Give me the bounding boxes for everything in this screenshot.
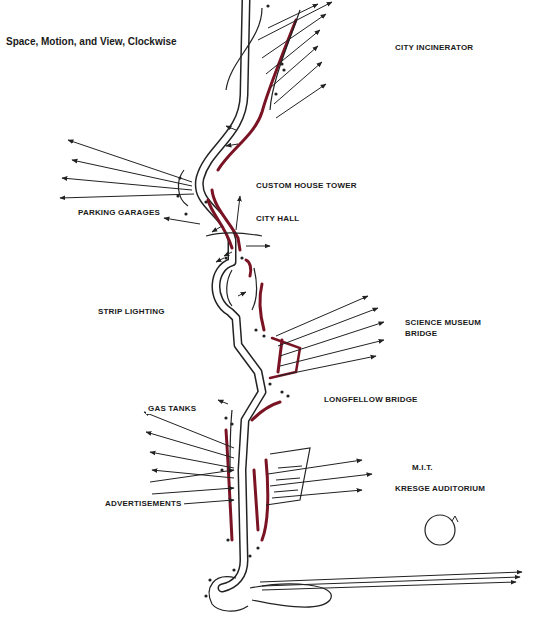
space-shading xyxy=(260,284,264,330)
place-label: KRESGE AUDITORIUM xyxy=(393,483,487,494)
view-arrows xyxy=(216,258,224,262)
kresge-symbol xyxy=(425,515,458,545)
view-arrows xyxy=(270,474,372,486)
space-edges xyxy=(230,410,232,470)
view-arrows xyxy=(270,46,318,88)
scattered-dots xyxy=(224,256,227,259)
scattered-dots xyxy=(280,390,283,393)
kresge-symbol xyxy=(425,515,455,545)
view-arrows xyxy=(268,4,318,28)
scattered-dots xyxy=(176,194,179,197)
space-shading xyxy=(208,200,232,248)
scattered-dots xyxy=(178,176,181,179)
place-label: M.I.T. xyxy=(410,462,435,473)
view-arrows xyxy=(258,2,332,40)
scattered-dots xyxy=(274,92,277,95)
space-edges xyxy=(178,8,331,611)
space-edges xyxy=(250,584,331,607)
scattered-dots xyxy=(280,62,283,65)
scattered-dots xyxy=(204,200,207,203)
view-arrows xyxy=(226,144,238,146)
view-arrows xyxy=(262,577,520,586)
view-arrows xyxy=(68,140,192,182)
scattered-dots xyxy=(184,212,187,215)
space-edges xyxy=(206,233,262,236)
view-arrows xyxy=(268,460,362,474)
space-shading xyxy=(262,460,268,540)
view-arrows xyxy=(60,194,194,198)
place-label: ADVERTISEMENTS xyxy=(103,498,184,509)
view-arrows xyxy=(276,296,368,336)
view-arrows xyxy=(274,62,322,104)
view-arrows xyxy=(152,488,234,494)
space-edges xyxy=(226,8,262,90)
view-arrows xyxy=(236,196,240,230)
scattered-dots xyxy=(230,422,233,425)
scattered-dots xyxy=(282,68,285,71)
place-label: SCIENCE MUSEUM BRIDGE xyxy=(403,317,485,339)
kresge-symbol xyxy=(452,516,458,522)
scattered-dots xyxy=(220,468,223,471)
space-shading xyxy=(254,470,258,530)
scattered-dots xyxy=(266,4,269,7)
view-arrows xyxy=(212,226,222,232)
space-edges xyxy=(178,170,188,206)
scattered-dots xyxy=(268,382,271,385)
scattered-dots xyxy=(232,568,235,571)
space-edges xyxy=(209,577,248,611)
place-label: CUSTOM HOUSE TOWER xyxy=(254,180,359,191)
view-arrows xyxy=(150,452,234,468)
place-label: CITY HALL xyxy=(254,213,301,224)
place-label: GAS TANKS xyxy=(146,403,198,414)
scattered-dots xyxy=(262,334,265,337)
view-arrows xyxy=(150,470,234,482)
scattered-dots xyxy=(176,4,289,597)
scattered-dots xyxy=(286,394,289,397)
view-arrows xyxy=(218,400,228,404)
space-edges xyxy=(252,268,257,310)
view-arrows xyxy=(246,246,270,247)
view-arrows xyxy=(276,84,326,118)
space-edges xyxy=(227,270,232,306)
scattered-dots xyxy=(248,554,251,557)
view-arrows xyxy=(262,582,516,590)
scattered-dots xyxy=(208,578,211,581)
view-arrows xyxy=(272,490,362,498)
view-arrows xyxy=(60,2,522,590)
scattered-dots xyxy=(224,416,227,419)
view-arrows xyxy=(164,218,200,224)
view-arrows xyxy=(72,160,192,186)
view-arrows xyxy=(260,572,522,582)
space-shading xyxy=(212,190,240,250)
space-shading xyxy=(208,20,300,540)
space-shading xyxy=(246,260,251,276)
scattered-dots xyxy=(240,256,243,259)
place-label: STRIP LIGHTING xyxy=(96,306,167,317)
scattered-dots xyxy=(254,328,257,331)
scattered-dots xyxy=(204,594,207,597)
view-arrows xyxy=(224,252,232,256)
view-arrows xyxy=(62,178,192,190)
view-arrows xyxy=(278,356,376,376)
scattered-dots xyxy=(226,538,229,541)
view-arrows xyxy=(238,292,246,296)
view-arrows xyxy=(144,412,234,448)
place-label: CITY INCINERATOR xyxy=(393,42,475,53)
diagram-title: Space, Motion, and View, Clockwise xyxy=(4,36,179,47)
view-arrows xyxy=(280,322,384,356)
place-label: LONGFELLOW BRIDGE xyxy=(322,394,420,405)
place-label: PARKING GARAGES xyxy=(76,207,162,218)
view-arrows xyxy=(226,126,236,130)
space-shading xyxy=(252,402,280,420)
view-arrows xyxy=(280,340,384,366)
scattered-dots xyxy=(256,546,259,549)
